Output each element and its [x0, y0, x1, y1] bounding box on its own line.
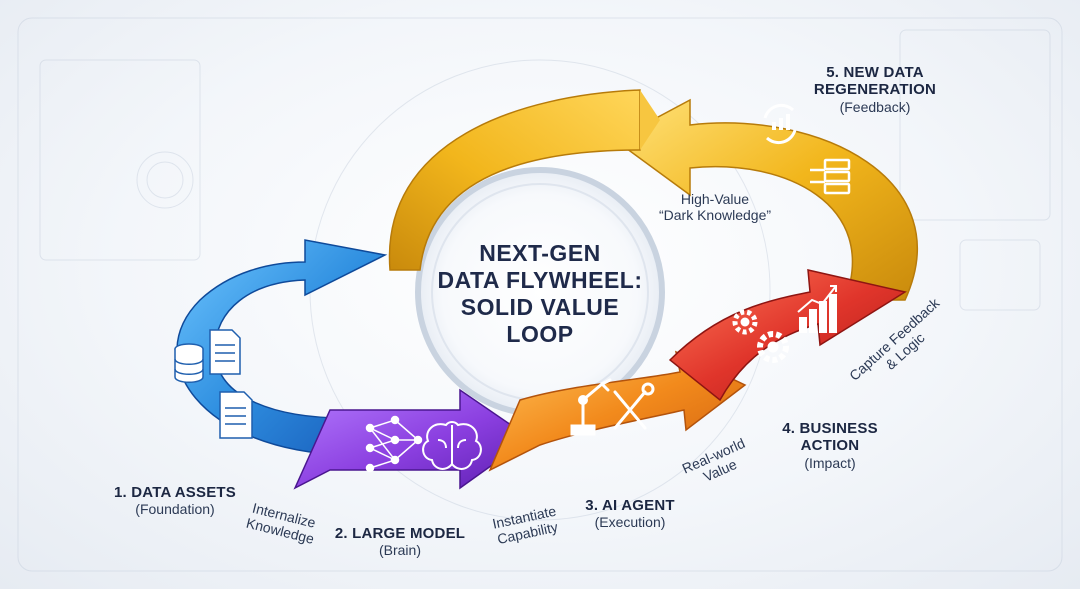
stage-2-subtitle: (Brain)	[378, 542, 421, 559]
server-icon	[810, 158, 851, 195]
neural-network-icon	[365, 415, 423, 473]
center-title-line: NEXT-GEN	[479, 240, 601, 266]
robot-arm-icon	[570, 378, 612, 436]
database-icon	[174, 343, 204, 383]
stage-4-label: 4. BUSINESS ACTION (Impact)	[760, 420, 900, 471]
stage-2-title: 2. LARGE MODEL	[334, 525, 466, 542]
stage-3-subtitle: (Execution)	[594, 514, 666, 531]
center-title-line: SOLID VALUE	[460, 294, 620, 321]
background-panels	[17, 17, 1063, 572]
center-title-line: DATA FLYWHEEL:	[437, 267, 643, 294]
stage-4-title: 4. BUSINESS	[782, 420, 878, 437]
stage-3-label: 3. AI AGENT (Execution)	[565, 497, 695, 530]
connector-high-value-line1: High-Value	[680, 191, 750, 207]
connector-high-value-line2: “Dark Knowledge”	[658, 206, 772, 223]
stage-4-subtitle: (Impact)	[804, 454, 856, 471]
tools-icon	[613, 382, 655, 430]
stage-4-title-line2: ACTION	[800, 437, 860, 455]
connector-high-value: High-Value “Dark Knowledge”	[640, 191, 790, 223]
document-icon	[209, 329, 253, 439]
stage-2-label: 2. LARGE MODEL (Brain)	[325, 525, 475, 558]
stage-5-arrow	[613, 98, 918, 301]
center-title-line: LOOP	[506, 321, 574, 348]
stage-5-label: 5. NEW DATA REGENERATION (Feedback)	[800, 64, 950, 115]
gears-icon	[732, 309, 789, 363]
stage-5-title: 5. NEW DATA	[826, 64, 924, 81]
stage-1-subtitle: (Foundation)	[135, 501, 215, 518]
center-title: NEXT-GEN DATA FLYWHEEL: SOLID VALUE LOOP	[420, 240, 660, 349]
stage-5-title-line2: REGENERATION	[813, 81, 937, 99]
brain-icon	[422, 421, 482, 470]
growth-chart-icon	[797, 285, 837, 333]
stage-5-arrow-top	[388, 89, 641, 271]
stage-4-arrow	[668, 269, 907, 402]
stage-1-label: 1. DATA ASSETS (Foundation)	[95, 484, 255, 517]
stage-5-subtitle: (Feedback)	[839, 98, 911, 115]
refresh-chart-icon	[763, 103, 797, 145]
stage-3-title: 3. AI AGENT	[585, 497, 675, 514]
stage-1-title: 1. DATA ASSETS	[114, 484, 236, 501]
